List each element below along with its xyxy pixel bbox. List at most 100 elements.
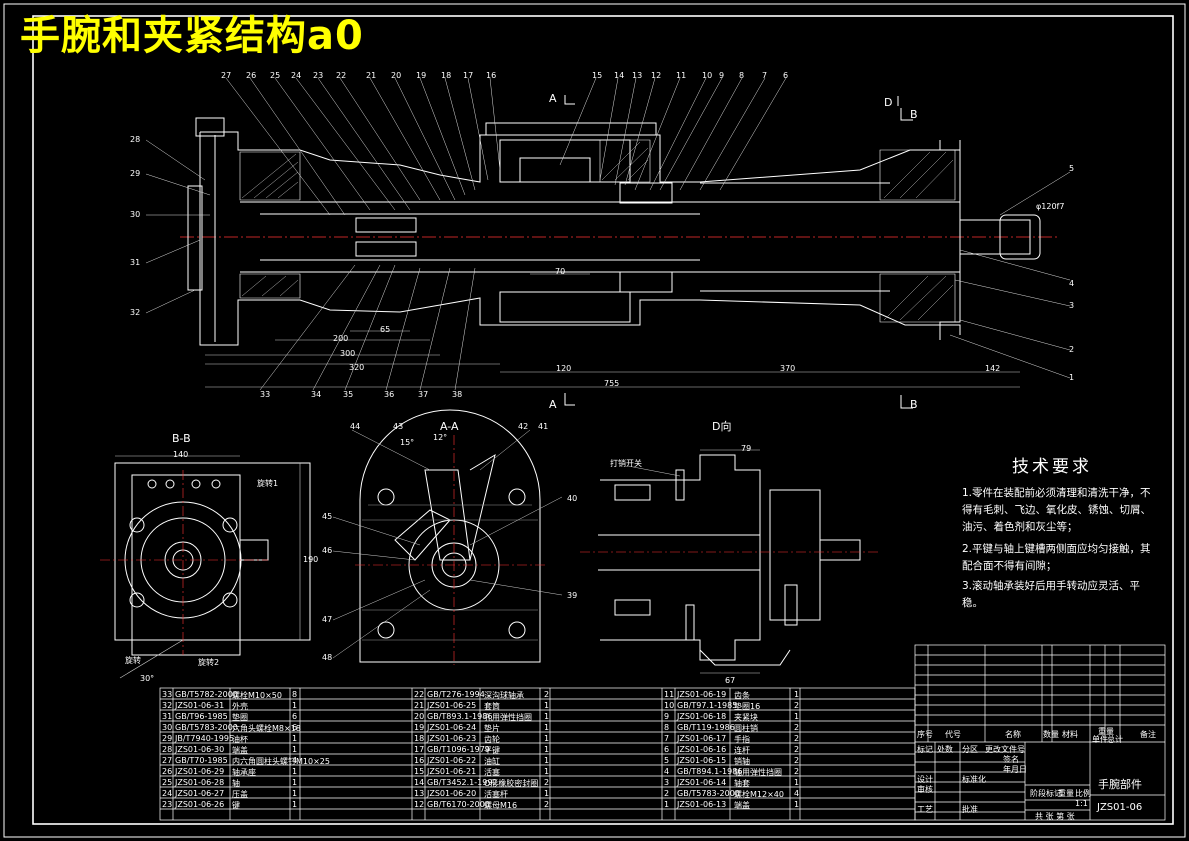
balloon: 8 (739, 71, 745, 80)
main-assembly-view (180, 117, 1060, 346)
parts-row-cell: 16 (414, 756, 425, 765)
parts-row-cell: 轴套 (734, 779, 750, 788)
balloon: 48 (322, 653, 333, 662)
balloon: 42 (518, 422, 529, 431)
callout-pump: 打销开关 (610, 459, 642, 468)
parts-row-cell: JZS01-06-17 (677, 734, 727, 743)
parts-row-cell: 9 (664, 712, 670, 721)
dim-190: 190 (303, 555, 319, 564)
parts-row-cell: 齿轮 (484, 735, 500, 744)
parts-row-cell: 1 (544, 767, 550, 776)
parts-row-cell: 油杯 (232, 735, 248, 744)
dim-300: 300 (340, 349, 356, 358)
balloon: 24 (291, 71, 302, 80)
section-marks (564, 95, 913, 409)
balloon: 26 (246, 71, 257, 80)
callout-angle15: 15° (400, 438, 415, 447)
parts-row-cell: 11 (664, 690, 675, 699)
balloon: 18 (441, 71, 452, 80)
parts-row-cell: JZS01-06-22 (427, 756, 477, 765)
parts-header-name: 名称 (1005, 730, 1021, 739)
dim-67: 67 (725, 676, 736, 685)
parts-row-cell: 活塞杆 (484, 790, 508, 799)
parts-row-cell: GB/T5782-2000 (175, 690, 238, 699)
balloon: 33 (260, 390, 271, 399)
parts-row-cell: 30 (162, 723, 173, 732)
parts-row-cell: JZS01-06-19 (677, 690, 727, 699)
parts-row-cell: JZS01-06-25 (427, 701, 477, 710)
balloon: 36 (384, 390, 395, 399)
parts-row-cell: 18 (414, 734, 425, 743)
parts-row-cell: 夹紧块 (734, 713, 758, 722)
balloon: 22 (336, 71, 347, 80)
view-label-d: D向 (712, 420, 732, 433)
parts-row-cell: JZS01-06-26 (175, 800, 225, 809)
parts-row-cell: 轴用弹性挡圈 (734, 768, 782, 777)
parts-row-cell: JZS01-06-20 (427, 789, 477, 798)
parts-row-cell: 32 (162, 701, 173, 710)
balloon: 21 (366, 71, 377, 80)
parts-row-cell: 27 (162, 756, 173, 765)
parts-row-cell: 1 (794, 690, 800, 699)
parts-row-cell: 33 (162, 690, 173, 699)
parts-row-cell: 4 (292, 756, 298, 765)
parts-row-cell: 2 (794, 756, 800, 765)
balloon: 1 (1069, 373, 1075, 382)
parts-row-cell: 1 (292, 789, 298, 798)
section-mark-d: D (884, 96, 893, 109)
tb-sheets: 共 张 第 张 (1035, 812, 1075, 821)
section-mark-a-top: A (549, 92, 557, 105)
parts-row-cell: GB/T70-1985 (175, 756, 228, 765)
parts-row-cell: 1 (292, 701, 298, 710)
parts-row-cell: 1 (544, 723, 550, 732)
balloon: 31 (130, 258, 141, 267)
parts-row-cell: 15 (414, 767, 425, 776)
parts-row-cell: 1 (544, 701, 550, 710)
parts-row-cell: GB/T96-1985 (175, 712, 228, 721)
parts-row-cell: 六角头螺栓M8×18 (232, 724, 301, 733)
parts-row-cell: 1 (794, 712, 800, 721)
tb-weight: 重量 (1058, 789, 1074, 798)
parts-row-cell: 29 (162, 734, 173, 743)
parts-row-cell: JZS01-06-31 (175, 701, 225, 710)
parts-row-cell: 3 (664, 778, 670, 787)
parts-row-cell: 2 (544, 800, 550, 809)
balloon: 23 (313, 71, 324, 80)
outer-frame (3, 3, 1186, 838)
parts-row-cell: 垫片 (484, 724, 500, 733)
dim-200: 200 (333, 334, 349, 343)
balloon: 7 (762, 71, 768, 80)
parts-row-cell: 圆柱销 (734, 724, 758, 733)
parts-header-total: 总计 (1107, 735, 1123, 744)
balloon: 2 (1069, 345, 1075, 354)
parts-row-cell: 20 (414, 712, 425, 721)
balloon: 37 (418, 390, 429, 399)
section-mark-b-top: B (910, 108, 918, 121)
balloon: 40 (567, 494, 578, 503)
balloon: 12 (651, 71, 662, 80)
parts-row-cell: 内六角圆柱头螺钉M10×25 (232, 757, 330, 766)
parts-row-cell: 4 (664, 767, 670, 776)
balloon: 15 (592, 71, 603, 80)
parts-tables (159, 644, 1166, 821)
balloon: 27 (221, 71, 232, 80)
parts-row-cell: 外壳 (232, 702, 248, 711)
parts-row-cell: GB/T894.1-1986 (677, 767, 743, 776)
tb-row-label: 年月日 (1003, 765, 1027, 774)
parts-row-cell: 螺栓M10×50 (232, 691, 282, 700)
parts-row-cell: 22 (414, 690, 425, 699)
balloon: 41 (538, 422, 549, 431)
parts-row-cell: 1 (292, 745, 298, 754)
callout-rotate: 旋转 (125, 656, 141, 665)
parts-row-cell: 31 (162, 712, 173, 721)
balloon: 13 (632, 71, 643, 80)
parts-header-code: 代号 (945, 730, 961, 739)
parts-row-cell: 轴 (232, 779, 240, 788)
parts-row-cell: 齿条 (734, 691, 750, 700)
parts-row-cell: JZS01-06-15 (677, 756, 727, 765)
balloon: 28 (130, 135, 141, 144)
tb-ratio: 比例 (1075, 789, 1091, 798)
parts-row-cell: 17 (414, 745, 425, 754)
parts-row-cell: 2 (794, 745, 800, 754)
dim-phi-right: φ120f7 (1036, 202, 1065, 211)
